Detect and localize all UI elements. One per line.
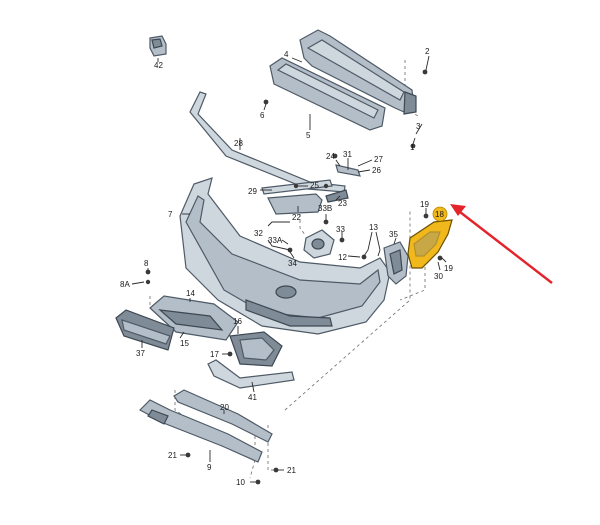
part-35-air-duct[interactable] bbox=[383, 241, 409, 285]
callout-3[interactable]: 3 bbox=[416, 122, 421, 131]
callout-32[interactable]: 32 bbox=[254, 229, 263, 238]
callout-33[interactable]: 33 bbox=[336, 225, 345, 234]
callout-20[interactable]: 20 bbox=[220, 403, 229, 412]
callout-30[interactable]: 30 bbox=[434, 272, 443, 281]
callout-37[interactable]: 37 bbox=[136, 349, 145, 358]
callout-14[interactable]: 14 bbox=[186, 289, 195, 298]
callout-10[interactable]: 10 bbox=[236, 478, 245, 487]
callout-21-left[interactable]: 21 bbox=[168, 451, 177, 460]
callout-33b[interactable]: 33B bbox=[318, 204, 332, 213]
callout-28[interactable]: 28 bbox=[234, 139, 243, 148]
callout-33a[interactable]: 33A bbox=[268, 236, 283, 245]
callout-24[interactable]: 24 bbox=[326, 152, 335, 161]
callout-35[interactable]: 35 bbox=[389, 230, 398, 239]
callout-27[interactable]: 27 bbox=[374, 155, 383, 164]
part-3-absorber[interactable] bbox=[269, 57, 386, 131]
part-41-lower-trim[interactable] bbox=[207, 359, 295, 389]
part-22-bracket[interactable] bbox=[267, 189, 349, 215]
callout-17[interactable]: 17 bbox=[210, 350, 219, 359]
callout-19-lower[interactable]: 19 bbox=[444, 264, 453, 273]
part-18-bracket-highlighted[interactable] bbox=[407, 219, 453, 269]
part-42-cap[interactable] bbox=[149, 35, 167, 57]
part-4-impact-beam[interactable] bbox=[299, 29, 417, 115]
leader-lines bbox=[131, 55, 447, 483]
callout-42[interactable]: 42 bbox=[154, 61, 163, 70]
part-26-bracket[interactable] bbox=[335, 164, 361, 177]
callout-8a[interactable]: 8A bbox=[120, 280, 130, 289]
callout-2[interactable]: 2 bbox=[425, 47, 430, 56]
callout-9[interactable]: 9 bbox=[207, 463, 212, 472]
callout-7[interactable]: 7 bbox=[168, 210, 173, 219]
red-indicator-arrow bbox=[450, 204, 553, 284]
callout-1[interactable]: 1 bbox=[410, 143, 415, 152]
callout-22[interactable]: 22 bbox=[292, 213, 301, 222]
callout-13[interactable]: 13 bbox=[369, 223, 378, 232]
part-7-bumper-cover[interactable] bbox=[179, 177, 391, 335]
part-32-lamp-bezel[interactable] bbox=[303, 229, 335, 259]
callout-18[interactable]: 18 bbox=[435, 210, 444, 219]
callout-25[interactable]: 25 bbox=[310, 181, 319, 190]
fasteners bbox=[145, 69, 443, 485]
callout-19-upper[interactable]: 19 bbox=[420, 200, 429, 209]
callout-21-right[interactable]: 21 bbox=[287, 466, 296, 475]
part-20-spoiler[interactable] bbox=[173, 389, 273, 443]
callout-4[interactable]: 4 bbox=[284, 50, 289, 59]
callout-29[interactable]: 29 bbox=[248, 187, 257, 196]
callout-41[interactable]: 41 bbox=[248, 393, 257, 402]
part-37-grille-insert[interactable] bbox=[115, 309, 175, 351]
callout-16[interactable]: 16 bbox=[233, 317, 242, 326]
callout-6[interactable]: 6 bbox=[260, 111, 265, 120]
part-16-side-grille[interactable] bbox=[229, 331, 283, 367]
callout-34[interactable]: 34 bbox=[288, 259, 297, 268]
callout-8[interactable]: 8 bbox=[144, 259, 149, 268]
callout-31[interactable]: 31 bbox=[343, 150, 352, 159]
callout-26[interactable]: 26 bbox=[372, 166, 381, 175]
callout-15[interactable]: 15 bbox=[180, 339, 189, 348]
part-15-lower-grille[interactable] bbox=[149, 295, 239, 341]
part-9-lower-valance[interactable] bbox=[139, 399, 263, 463]
callout-18-marker bbox=[432, 206, 448, 222]
callout-labels: 42 2 4 3 6 5 28 1 24 31 27 26 25 29 22 2… bbox=[120, 47, 453, 487]
callout-23[interactable]: 23 bbox=[338, 199, 347, 208]
callout-5[interactable]: 5 bbox=[306, 131, 311, 140]
callout-12[interactable]: 12 bbox=[338, 253, 347, 262]
